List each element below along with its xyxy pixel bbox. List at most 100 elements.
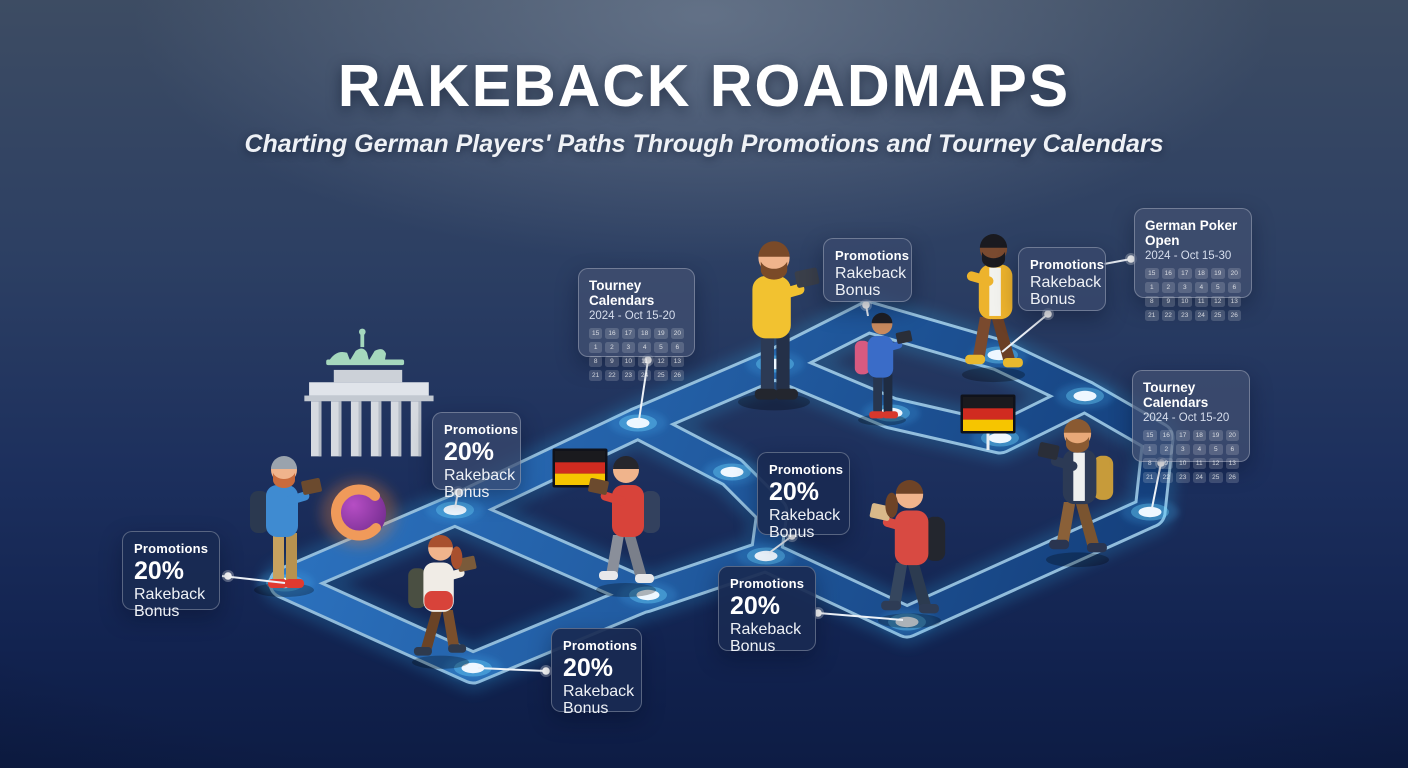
calendar-day-cell: 25 (1209, 472, 1223, 483)
calendar-day-cell: 21 (589, 370, 603, 381)
calendar-day-cell: 25 (654, 370, 668, 381)
page-title: RAKEBACK ROADMAPS (337, 53, 1071, 119)
path-node (609, 410, 667, 436)
german-flag-icon (552, 448, 608, 488)
brandenburg-gate-icon (304, 328, 434, 457)
calendar-day-cell: 12 (1211, 296, 1225, 307)
promo-label: Promotions (835, 248, 910, 263)
path-node (1121, 499, 1179, 525)
calendar-day-cell: 16 (1161, 268, 1175, 279)
calendar-day-cell: 17 (621, 328, 635, 339)
calendar-day-cell: 19 (1211, 268, 1225, 279)
calendar-day-cell: 2 (605, 342, 619, 353)
promo-bonus: Rakeback Bonus (444, 467, 516, 502)
calendar-day-cell: 23 (621, 370, 635, 381)
calendar-day-cell: 1 (1145, 282, 1159, 293)
calendar-day-cell: 16 (1159, 430, 1173, 441)
promo-bonus: Rakeback Bonus (1030, 274, 1102, 309)
calendar-day-cell: 17 (1178, 268, 1192, 279)
calendar-day-cell: 9 (605, 356, 619, 367)
promo-label: Promotions (134, 541, 209, 556)
calendar-day-cell: 13 (1225, 458, 1239, 469)
path-node (619, 582, 677, 608)
calendar-day-cell: 26 (1227, 310, 1241, 321)
calendar-day-cell: 20 (670, 328, 684, 339)
figure-man-yellow-hoodie-tablet (738, 241, 820, 411)
promo-label: Promotions (1030, 257, 1105, 272)
calendar-day-cell: 20 (1225, 430, 1239, 441)
calendar-day-cell: 22 (1161, 310, 1175, 321)
promo-label: Promotions (563, 638, 638, 653)
calendar-day-cell: 4 (1194, 282, 1208, 293)
calendar-day-cell: 4 (637, 342, 652, 353)
calendar-day-cell: 19 (654, 328, 668, 339)
path-node (746, 351, 804, 377)
promo-percent: 20% (730, 592, 781, 620)
calendar-day-cell: 11 (1192, 458, 1206, 469)
promo-percent: 20% (769, 478, 820, 506)
calendar-day-cell: 22 (605, 370, 619, 381)
calendar-day-cell: 10 (1178, 296, 1192, 307)
path-node (703, 459, 761, 485)
calendar-day-cell: 8 (589, 356, 603, 367)
calendar-day-cell: 26 (1225, 472, 1239, 483)
calendar-day-cell: 3 (1176, 444, 1190, 455)
calendar-day-cell: 25 (1211, 310, 1225, 321)
calendar-day-cell: 6 (1227, 282, 1241, 293)
header: RAKEBACK ROADMAPS Charting German Player… (0, 52, 1408, 159)
calendar-day-cell: 22 (1159, 472, 1173, 483)
calendar-day-cell: 5 (654, 342, 668, 353)
figure-woman-white-red-top (408, 534, 477, 669)
calendar-day-cell: 9 (1159, 458, 1173, 469)
calendar-dates: 2024 - Oct 15-20 (1143, 412, 1230, 424)
calendar-day-cell: 1 (589, 342, 603, 353)
calendar-day-cell: 17 (1176, 430, 1190, 441)
calendar-day-cell: 24 (1192, 472, 1206, 483)
calendar-day-cell: 4 (1192, 444, 1206, 455)
calendar-day-cell: 8 (1143, 458, 1157, 469)
calendar-day-cell: 15 (1143, 430, 1157, 441)
promo-card-bottom: Promotions 20% Rakeback Bonus (551, 628, 642, 717)
figure-man-yellow-jacket (962, 234, 1025, 383)
promo-bonus: Rakeback Bonus (730, 621, 802, 656)
promo-card-lower: Promotions 20% Rakeback Bonus (718, 566, 816, 655)
calendar-day-cell: 18 (1194, 268, 1208, 279)
calendar-day-cell: 10 (1176, 458, 1190, 469)
promo-label: Promotions (730, 576, 805, 591)
path-node (444, 655, 502, 681)
calendar-day-cell: 10 (621, 356, 635, 367)
promo-label: Promotions (444, 422, 519, 437)
promo-percent: 20% (134, 557, 185, 585)
calendar-day-cell: 5 (1209, 444, 1223, 455)
calendar-day-cell: 18 (637, 328, 652, 339)
calendar-day-cell: 2 (1161, 282, 1175, 293)
calendar-day-cell: 12 (1209, 458, 1223, 469)
calendar-title: German Poker Open (1145, 218, 1238, 248)
calendar-day-cell: 13 (670, 356, 684, 367)
calendar-day-cell: 23 (1178, 310, 1192, 321)
calendar-day-cell: 1 (1143, 444, 1157, 455)
calendar-day-cell: 8 (1145, 296, 1159, 307)
calendar-day-cell: 6 (1225, 444, 1239, 455)
figure-man-red-shirt-backpack (588, 456, 660, 597)
calendar-day-cell: 15 (1145, 268, 1159, 279)
page-subtitle: Charting German Players' Paths Through P… (244, 130, 1164, 158)
promo-card-top-right: Promotions Rakeback Bonus (1018, 247, 1106, 311)
figure-man-navy-jacket-phone (1037, 419, 1114, 568)
calendar-day-cell: 19 (1209, 430, 1223, 441)
calendar-day-cell: 12 (654, 356, 668, 367)
promo-card-left: Promotions 20% Rakeback Bonus (122, 531, 220, 620)
path-node (1056, 383, 1114, 409)
calendar-day-cell: 21 (1143, 472, 1157, 483)
promo-bonus: Rakeback Bonus (563, 683, 635, 718)
promo-bonus: Rakeback Bonus (769, 507, 841, 542)
calendar-day-cell: 3 (1178, 282, 1192, 293)
calendar-day-cell: 24 (637, 370, 652, 381)
calendar-day-cell: 6 (670, 342, 684, 353)
calendar-title: Tourney Calendars (1143, 380, 1209, 410)
